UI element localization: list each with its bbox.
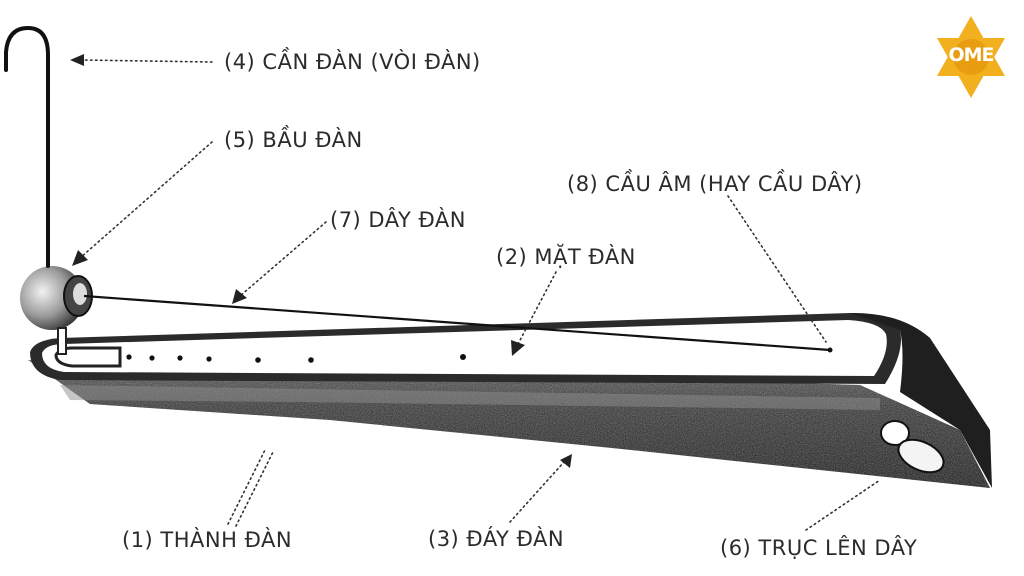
rod	[4, 25, 50, 268]
label-truc-len-day: (6) TRỤC LÊN DÂY	[720, 536, 918, 560]
label-mat-dan: (2) MẶT ĐÀN	[496, 245, 636, 269]
leader-day-dan	[239, 221, 327, 297]
body-right-end	[850, 312, 992, 488]
label-can-dan: (4) CẦN ĐÀN (VÒI ĐÀN)	[224, 50, 481, 74]
label-day-dan: (7) DÂY ĐÀN	[330, 208, 466, 232]
arrow-day-dan-bottom	[560, 454, 572, 468]
label-day-dan-bottom: (3) ĐÁY ĐÀN	[428, 527, 565, 551]
leader-cau-am	[727, 195, 827, 343]
leader-mat-dan	[517, 271, 557, 345]
tuning-peg-hole	[880, 420, 910, 446]
bridge-point	[827, 347, 833, 353]
arrow-day-dan	[232, 289, 247, 304]
leader-can-dan	[81, 59, 213, 63]
leader-bau-dan	[79, 141, 213, 259]
arrow-can-dan	[70, 54, 84, 66]
string	[83, 294, 831, 352]
arrow-bau-dan	[72, 250, 88, 266]
leader-truc-len-day	[805, 479, 881, 531]
logo-text: OME	[948, 44, 994, 66]
leader-thanh-dan-2	[235, 449, 275, 527]
neck-post	[57, 327, 67, 355]
arrow-mat-dan	[511, 340, 525, 356]
fret-dots	[126, 354, 466, 363]
tuning-peg	[897, 438, 945, 474]
soundboard-face	[42, 320, 887, 376]
leader-day-dan-bottom	[509, 461, 565, 523]
label-bau-dan: (5) BẦU ĐÀN	[224, 128, 363, 152]
label-thanh-dan: (1) THÀNH ĐÀN	[122, 528, 293, 552]
label-cau-am: (8) CẦU ÂM (HAY CẦU DÂY)	[567, 172, 863, 196]
body-highlight	[60, 385, 880, 410]
ome-logo: OME	[932, 14, 1010, 100]
leader-thanh-dan-1	[227, 447, 267, 525]
star-logo-icon	[937, 16, 1005, 98]
